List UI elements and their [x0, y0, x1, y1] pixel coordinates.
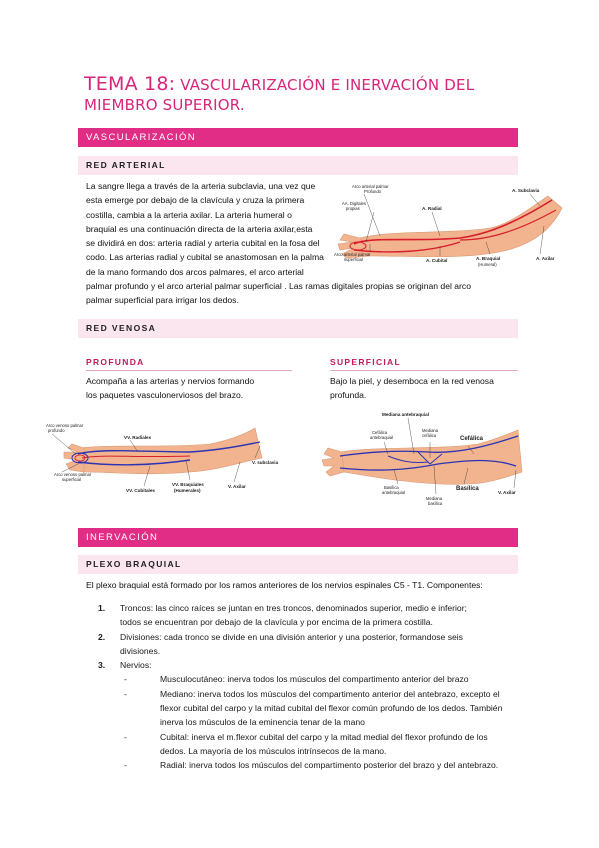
text-line: Divisiones: cada tronco se divide en una… — [120, 631, 463, 642]
label-mediana-basilica-2: basílica — [428, 501, 443, 506]
text-line: codo. Las arterias radial y cubital se a… — [86, 252, 324, 263]
red-arterial-text: La sangre llega a través de la arteria s… — [86, 179, 471, 308]
deep-veins-figure: Arco venoso palmar profundo VV. Radiales… — [46, 423, 279, 493]
text-line: Mediano: inerva todos los músculos del c… — [160, 688, 500, 699]
list-number: 1. — [98, 603, 106, 613]
text-line: La sangre llega a través de la arteria s… — [86, 181, 316, 191]
label-basilica-ante-2: antebraquial — [382, 490, 405, 495]
list-item: - Musculocutáneo: inerva todos los múscu… — [120, 672, 518, 686]
text-line: profunda. — [330, 390, 367, 401]
label-digitales-2: propias — [346, 206, 360, 211]
label-v-axilar-sup: V. Axilar — [498, 490, 516, 495]
label-arco-superficial: Arco arterial palmar — [334, 252, 371, 257]
list-item: - Radial: inerva todos los músculos del … — [120, 758, 518, 772]
label-v-subclavia: V. subclavia — [252, 460, 279, 465]
label-digitales: AA. Digitales — [342, 201, 366, 206]
title-line1: VASCULARIZACIÓN E INERVACIÓN DEL — [175, 76, 475, 94]
label-mediana-cefalica: Mediana — [422, 428, 439, 433]
divider — [86, 370, 292, 371]
label-arco-profundo: Arco arterial palmar — [352, 184, 389, 189]
label-arco-venoso-prof-2: profundo — [48, 428, 65, 433]
list-item: 2. Divisiones: cada tronco se divide en … — [98, 630, 518, 659]
text-line: braquial es una continuación directa de … — [86, 223, 313, 234]
header-plexo-braquial: PLEXO BRAQUIAL — [78, 555, 518, 574]
label-braquial: A. Braquial — [476, 256, 500, 261]
label-vv-radiales: VV. Radiales — [124, 435, 152, 440]
list-item: 1. Troncos: las cinco raíces se juntan e… — [98, 601, 518, 630]
label-braquial-2: (Humeral) — [478, 262, 497, 267]
label-basilica-ante: Basílica — [384, 485, 399, 490]
label-cefalica: Cefálica — [460, 436, 484, 442]
text-line: palmar profundo y el arco arterial palma… — [86, 281, 471, 292]
label-cefalica-ante: Cefálica — [372, 430, 388, 435]
list-dash: - — [124, 731, 127, 742]
label-mediana-antebraquial: Mediana antebraquial — [382, 412, 429, 417]
list-dash: - — [124, 688, 127, 699]
text-line: costilla, cambia a la arteria axilar. La… — [86, 209, 292, 220]
profunda-text: Acompaña a las arterias y nervios forman… — [86, 374, 306, 403]
header-superficial: SUPERFICIAL — [330, 357, 401, 367]
divider — [330, 370, 518, 371]
label-cefalica-ante-2: antebraquial — [370, 435, 393, 440]
arterial-arm-figure: Arco arterial palmar Profundo AA. Digita… — [334, 184, 563, 267]
header-profunda: PROFUNDA — [86, 357, 145, 367]
label-basilica: Basílica — [456, 486, 479, 492]
nervios-list: - Musculocutáneo: inerva todos los múscu… — [120, 672, 518, 772]
text-line: Cubital: inerva el m.flexor cubital del … — [160, 731, 488, 742]
label-v-axilar: V. Axilar — [228, 484, 246, 489]
text-line: Acompaña a las arterias y nervios forman… — [86, 376, 255, 386]
text-line: palmar superficial para irrigar los dedo… — [86, 295, 239, 306]
superficial-text: Bajo la piel, y desemboca en la red veno… — [330, 374, 520, 403]
list-item: 3. Nervios: - Musculocutáneo: inerva tod… — [98, 658, 518, 772]
list-item: - Cubital: inerva el m.flexor cubital de… — [120, 730, 518, 759]
text-line: Troncos: las cinco raíces se juntan en t… — [120, 603, 467, 613]
label-mediana-cefalica-2: cefálica — [422, 433, 437, 438]
label-cubital: A. Cubital — [426, 258, 447, 263]
label-vv-braquiales: VV. Braquiales — [172, 482, 204, 487]
header-red-arterial: RED ARTERIAL — [78, 156, 518, 175]
title-prefix: TEMA 18: — [84, 73, 176, 95]
plexo-components-list: 1. Troncos: las cinco raíces se juntan e… — [98, 601, 518, 773]
label-arco-venoso-prof: Arco venoso palmar — [46, 423, 84, 428]
section-vascularizacion: VASCULARIZACIÓN — [78, 128, 518, 147]
header-red-venosa: RED VENOSA — [78, 319, 518, 338]
label-subclavia: A. Subclavia — [512, 188, 540, 193]
label-arco-superficial-2: superficial — [344, 257, 363, 262]
list-dash: - — [124, 760, 127, 771]
text-line: de la mano formando dos arcos palmares, … — [86, 266, 304, 277]
text-line: Nervios: — [120, 660, 152, 671]
label-mediana-basilica: Mediana — [426, 496, 443, 501]
text-line: todos se encuentran por debajo de la cla… — [120, 617, 433, 628]
label-radial: A. Radial — [422, 206, 442, 211]
page-title: TEMA 18: VASCULARIZACIÓN E INERVACIÓN DE… — [84, 74, 524, 115]
text-line: Radial: inerva todos los músculos del co… — [160, 760, 499, 771]
text-line: esta emerge por debajo de la clavícula y… — [86, 195, 305, 206]
label-arco-profundo-2: Profundo — [364, 189, 382, 194]
title-line2: MIEMBRO SUPERIOR. — [84, 96, 245, 114]
label-vv-cubitales: VV. Cubitales — [126, 488, 155, 493]
text-line: flexor cubital del carpo y la mitad cubi… — [160, 703, 503, 714]
text-line: dedos. La mayoría de los músculos intrín… — [160, 745, 387, 756]
text-line: se dividirá en dos: arteria radial y art… — [86, 238, 320, 249]
text-line: divisiones. — [120, 645, 161, 656]
list-dash: - — [124, 674, 127, 685]
plexo-intro: El plexo braquial está formado por los r… — [86, 580, 483, 590]
label-axilar: A. Axilar — [536, 256, 555, 261]
label-vv-braquiales-2: (Humerales) — [174, 488, 201, 493]
section-inervacion: INERVACIÓN — [78, 528, 518, 547]
text-line: inerva los músculos de la eminencia tena… — [160, 717, 365, 728]
superficial-veins-figure: Mediana antebraquial Cefálica antebraqui… — [321, 412, 523, 506]
text-line: Musculocutáneo: inerva todos los músculo… — [160, 674, 469, 685]
text-line: los paquetes vasculonerviosos del brazo. — [86, 390, 244, 401]
label-arco-venoso-sup-2: superficial — [62, 477, 81, 482]
text-line: Bajo la piel, y desemboca en la red veno… — [330, 376, 494, 386]
label-arco-venoso-sup: Arco venoso palmar — [54, 472, 92, 477]
list-item: - Mediano: inerva todos los músculos del… — [120, 687, 518, 730]
list-number: 3. — [98, 660, 106, 671]
list-number: 2. — [98, 631, 106, 642]
